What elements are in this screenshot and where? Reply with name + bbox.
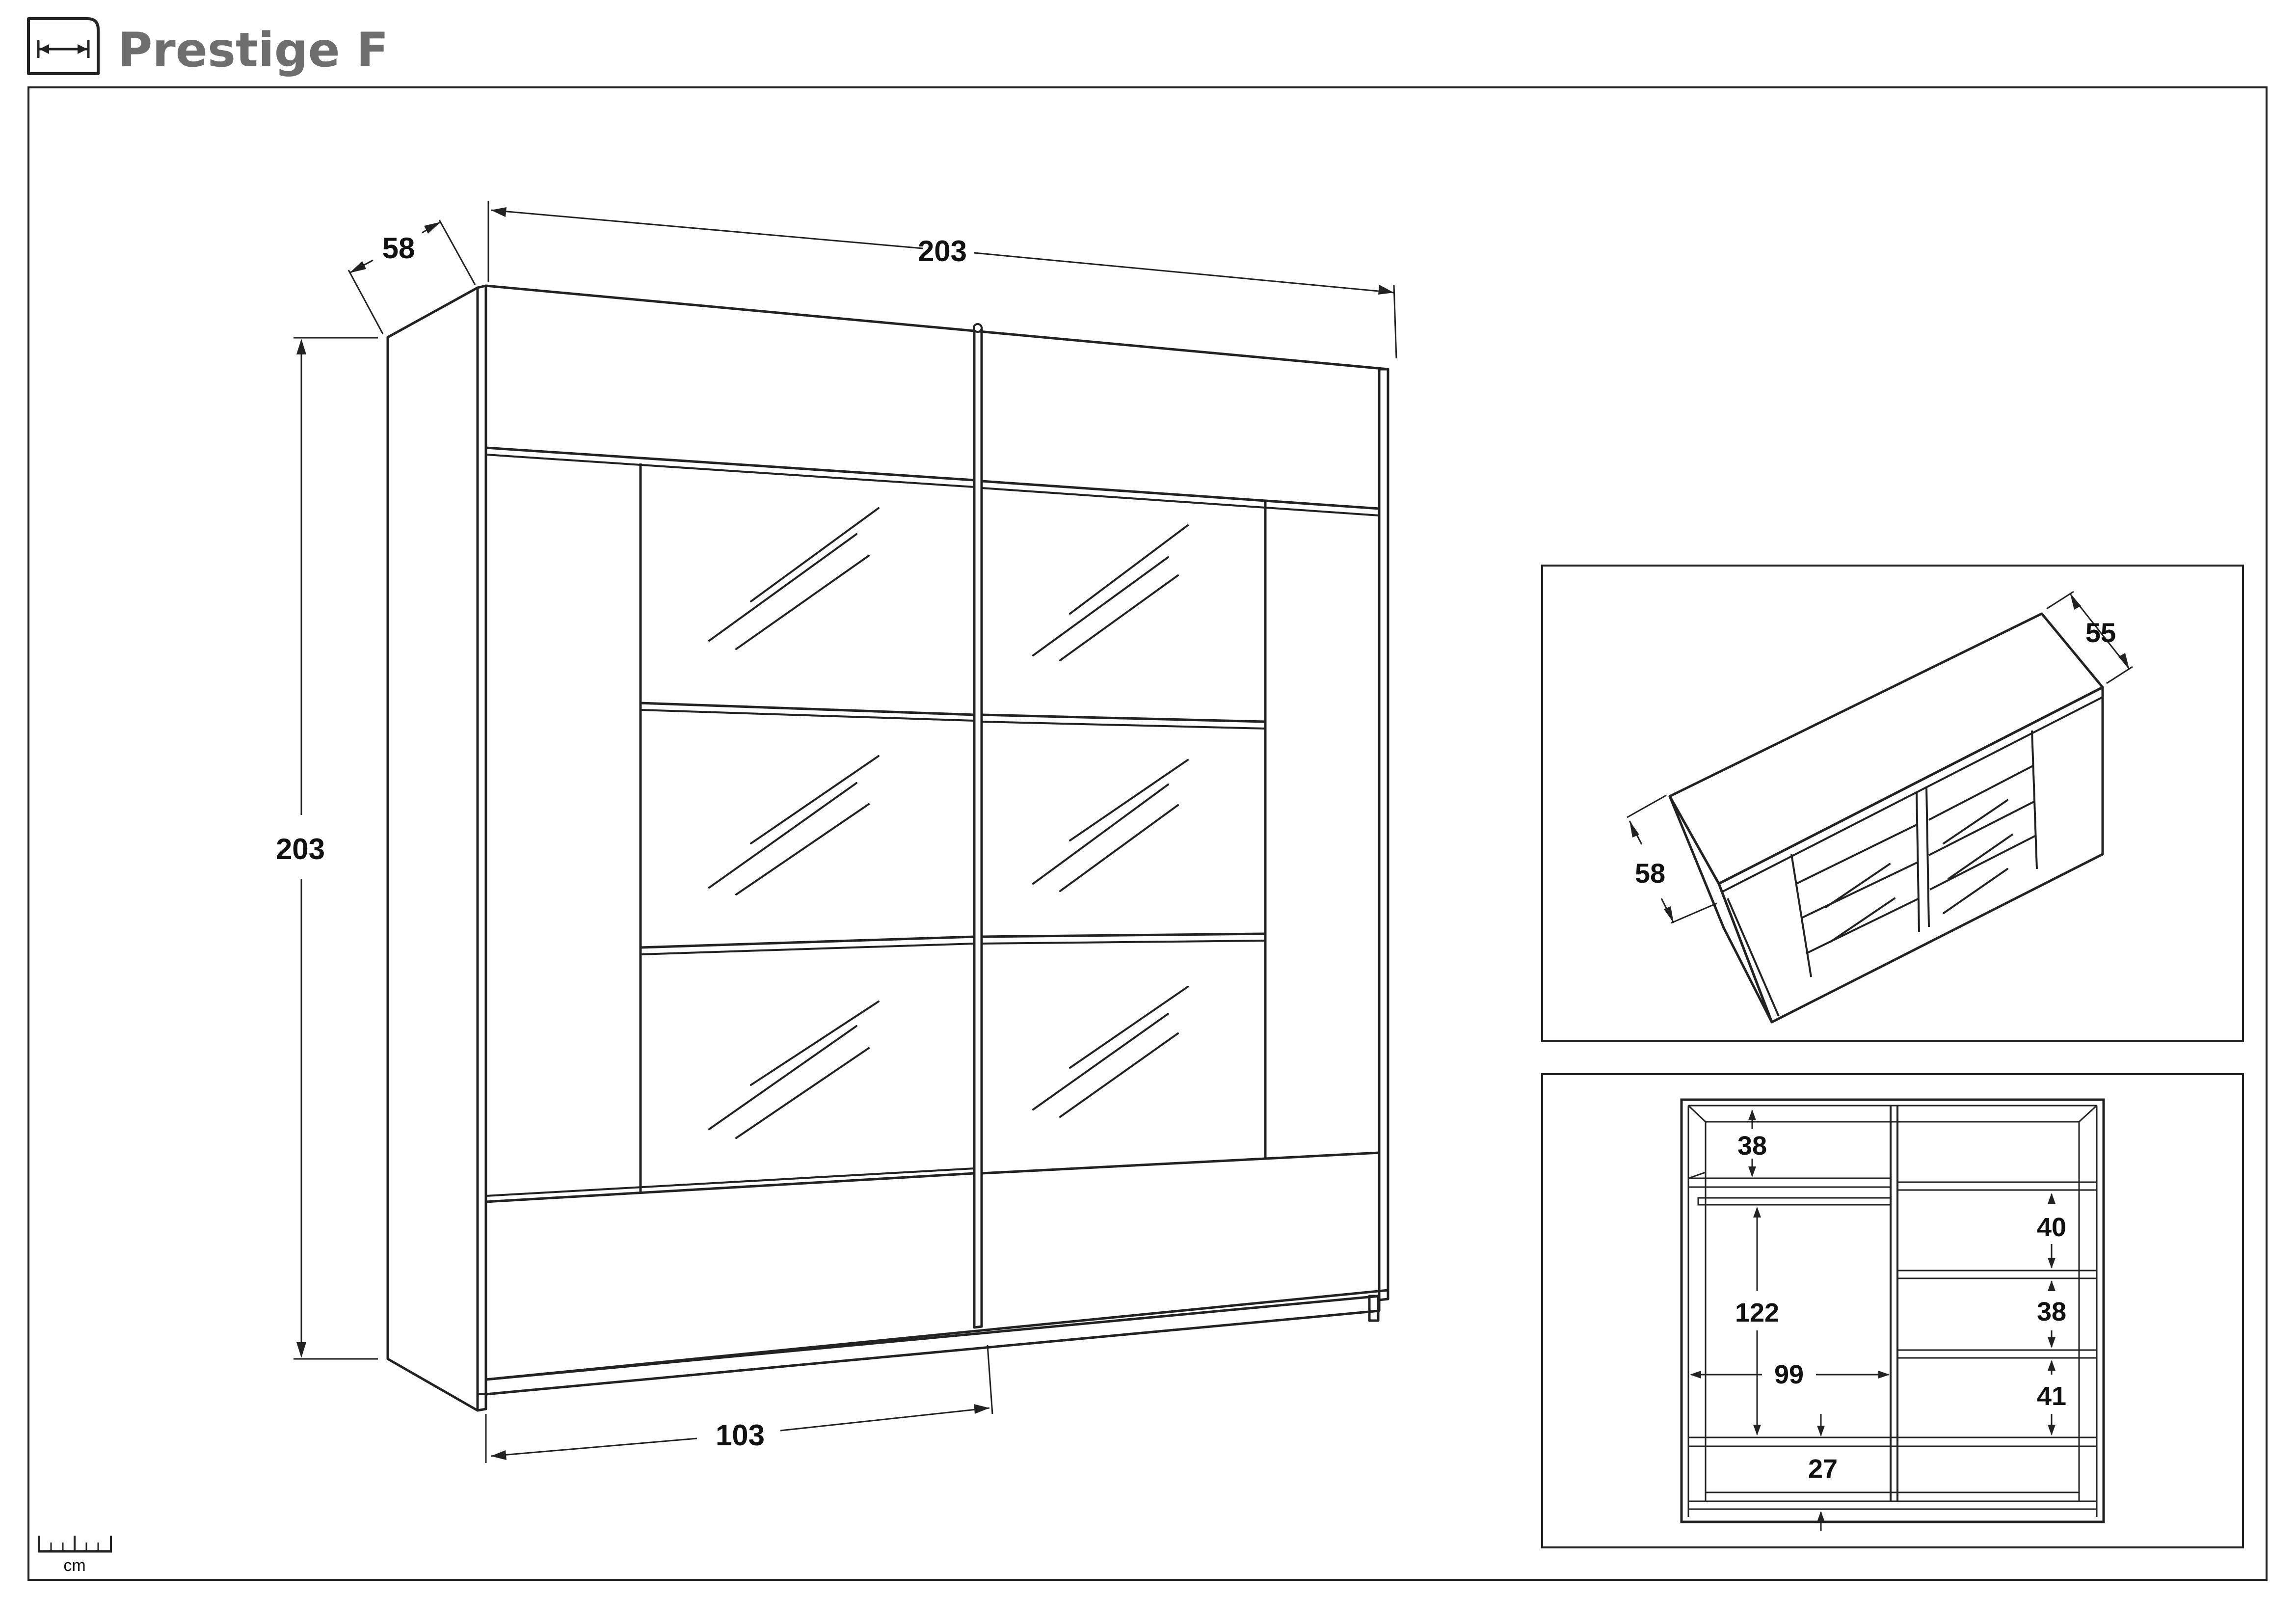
width-label: 203 <box>918 235 967 268</box>
iso-top <box>1668 612 2104 885</box>
dim-right-2: 38 <box>2037 1297 2066 1326</box>
iso-height-label: 58 <box>1635 858 1665 889</box>
dim-top-left: 38 <box>1737 1131 1767 1161</box>
drawing-frame <box>27 86 2268 1581</box>
right-foot <box>1368 1295 1380 1322</box>
dim-right-1: 40 <box>2037 1213 2066 1242</box>
dim-hanging: 122 <box>1735 1298 1779 1327</box>
front-outline <box>484 284 1389 1381</box>
ruler-icon <box>38 1536 112 1553</box>
dim-right-3: 41 <box>2037 1381 2066 1411</box>
plinth <box>484 1295 1381 1396</box>
wardrobe-front-view <box>386 284 1389 1412</box>
wardrobe-iso-view <box>1668 612 2104 1024</box>
door-width-label: 103 <box>716 1419 765 1452</box>
interior-view-panel <box>1541 1073 2244 1548</box>
left-edge <box>476 284 487 1412</box>
side-panel <box>386 286 479 1412</box>
unit-label: cm <box>63 1556 85 1575</box>
dim-inner-width: 99 <box>1774 1360 1804 1389</box>
interior-dimensions: 38 122 99 27 40 38 4 <box>1690 1110 2066 1531</box>
height-label: 203 <box>276 833 325 866</box>
depth-label: 58 <box>382 232 415 265</box>
iso-depth-label: 55 <box>2085 617 2116 648</box>
iso-dimensions: 55 58 <box>1627 591 2133 924</box>
dim-bottom: 27 <box>1808 1454 1838 1484</box>
iso-side <box>1668 795 1773 1024</box>
iso-front <box>1717 686 2104 1024</box>
door-divider <box>973 326 983 1329</box>
glass-reflections <box>708 507 1189 1139</box>
main-dimensions: 203 58 203 103 <box>276 201 1397 1463</box>
right-edge <box>1378 368 1389 1301</box>
product-title: Prestige F <box>118 23 389 78</box>
width-arrow-icon <box>27 17 100 75</box>
wardrobe-interior-view <box>1680 1098 2105 1523</box>
iso-view-panel <box>1541 565 2244 1042</box>
